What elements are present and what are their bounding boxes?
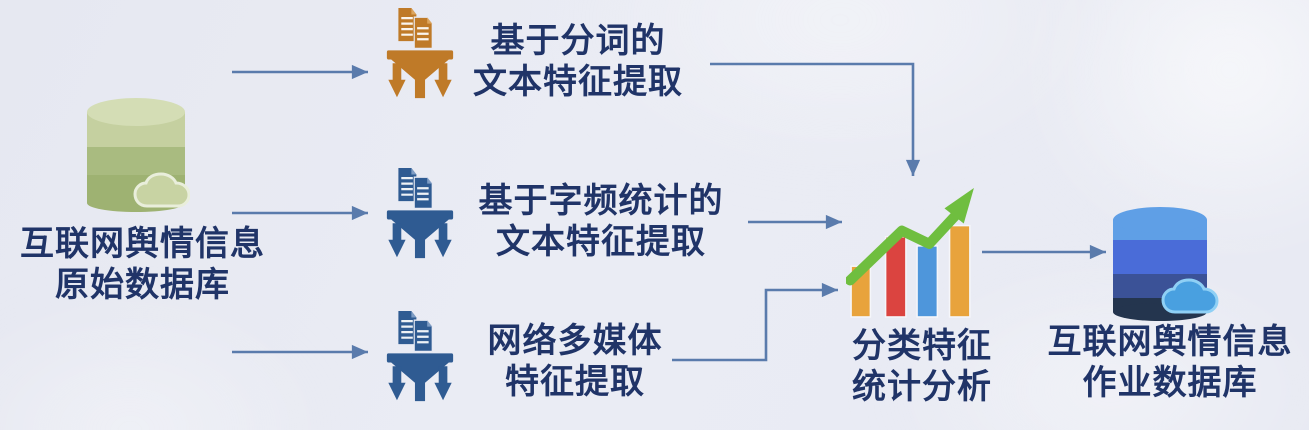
down-arrow-right-icon [434, 223, 452, 258]
down-arrow-left-icon [388, 63, 406, 98]
document-text-lines [401, 177, 413, 196]
analysis-label-line1: 分类特征 [852, 327, 992, 365]
connector-word-segmentation-to-analysis [710, 62, 921, 176]
down-arrow-left-icon [388, 223, 406, 258]
source-db-label-line1: 互联网舆情信息 [20, 225, 265, 263]
green-database-icon [87, 98, 190, 212]
target-db-label-line2: 作业数据库 [1082, 364, 1258, 402]
document-text-lines [417, 330, 429, 344]
documents-funnel-icon-blue [386, 168, 454, 259]
funnel-body [391, 362, 449, 402]
multimedia-label-line1: 网络多媒体 [487, 322, 663, 360]
word-segmentation-label: 基于分词的 文本特征提取 [455, 21, 701, 103]
word-segmentation-label-line1: 基于分词的 [490, 22, 666, 60]
back-document-fold [411, 168, 417, 175]
word-segmentation-label-line2: 文本特征提取 [473, 63, 683, 101]
down-arrow-right-icon [434, 63, 452, 98]
chart-bar-blue [916, 245, 939, 318]
documents-funnel-icon-orange [386, 8, 454, 99]
db-top-ellipse [1113, 207, 1207, 233]
funnel-rim [386, 353, 454, 363]
front-document-fold [427, 320, 433, 327]
front-document-fold [427, 17, 433, 24]
source-db-label-line2: 原始数据库 [55, 266, 230, 304]
front-document-fold [427, 177, 433, 184]
connector-multimedia-to-analysis [672, 282, 838, 362]
blue-database-icon [1113, 207, 1219, 321]
analysis-label: 分类特征 统计分析 [838, 326, 1006, 408]
source-db-label: 互联网舆情信息 原始数据库 [5, 224, 280, 306]
document-text-lines [401, 320, 413, 339]
funnel-rim [386, 50, 454, 60]
db-top-ellipse [87, 98, 185, 126]
document-text-lines [401, 17, 413, 36]
growth-arrow-line [846, 211, 960, 286]
funnel-body [391, 219, 449, 259]
multimedia-label: 网络多媒体 特征提取 [452, 321, 698, 403]
target-db-label-line1: 互联网舆情信息 [1047, 323, 1293, 361]
back-document-fold [411, 8, 417, 15]
char-frequency-label-line2: 文本特征提取 [496, 223, 706, 261]
funnel-body [391, 59, 449, 99]
char-frequency-label: 基于字频统计的 文本特征提取 [452, 181, 750, 263]
bar-chart-growth-icon [846, 188, 974, 318]
cloud-icon [1161, 278, 1219, 314]
db-band-middle [87, 147, 185, 175]
cloud-icon [133, 172, 190, 208]
chart-bar-orange-2 [948, 224, 971, 318]
down-arrow-right-icon [434, 366, 452, 401]
analysis-label-line2: 统计分析 [852, 368, 992, 406]
growth-arrow-head [944, 188, 974, 224]
down-arrow-left-icon [388, 366, 406, 401]
multimedia-label-line2: 特征提取 [505, 363, 645, 401]
document-text-lines [417, 27, 429, 41]
back-document-fold [411, 311, 417, 318]
funnel-rim [386, 210, 454, 220]
db-band-royal [1113, 240, 1207, 274]
document-text-lines [417, 187, 429, 201]
char-frequency-label-line1: 基于字频统计的 [478, 182, 724, 220]
documents-funnel-icon-blue [386, 311, 454, 402]
target-db-label: 互联网舆情信息 作业数据库 [1030, 322, 1309, 404]
